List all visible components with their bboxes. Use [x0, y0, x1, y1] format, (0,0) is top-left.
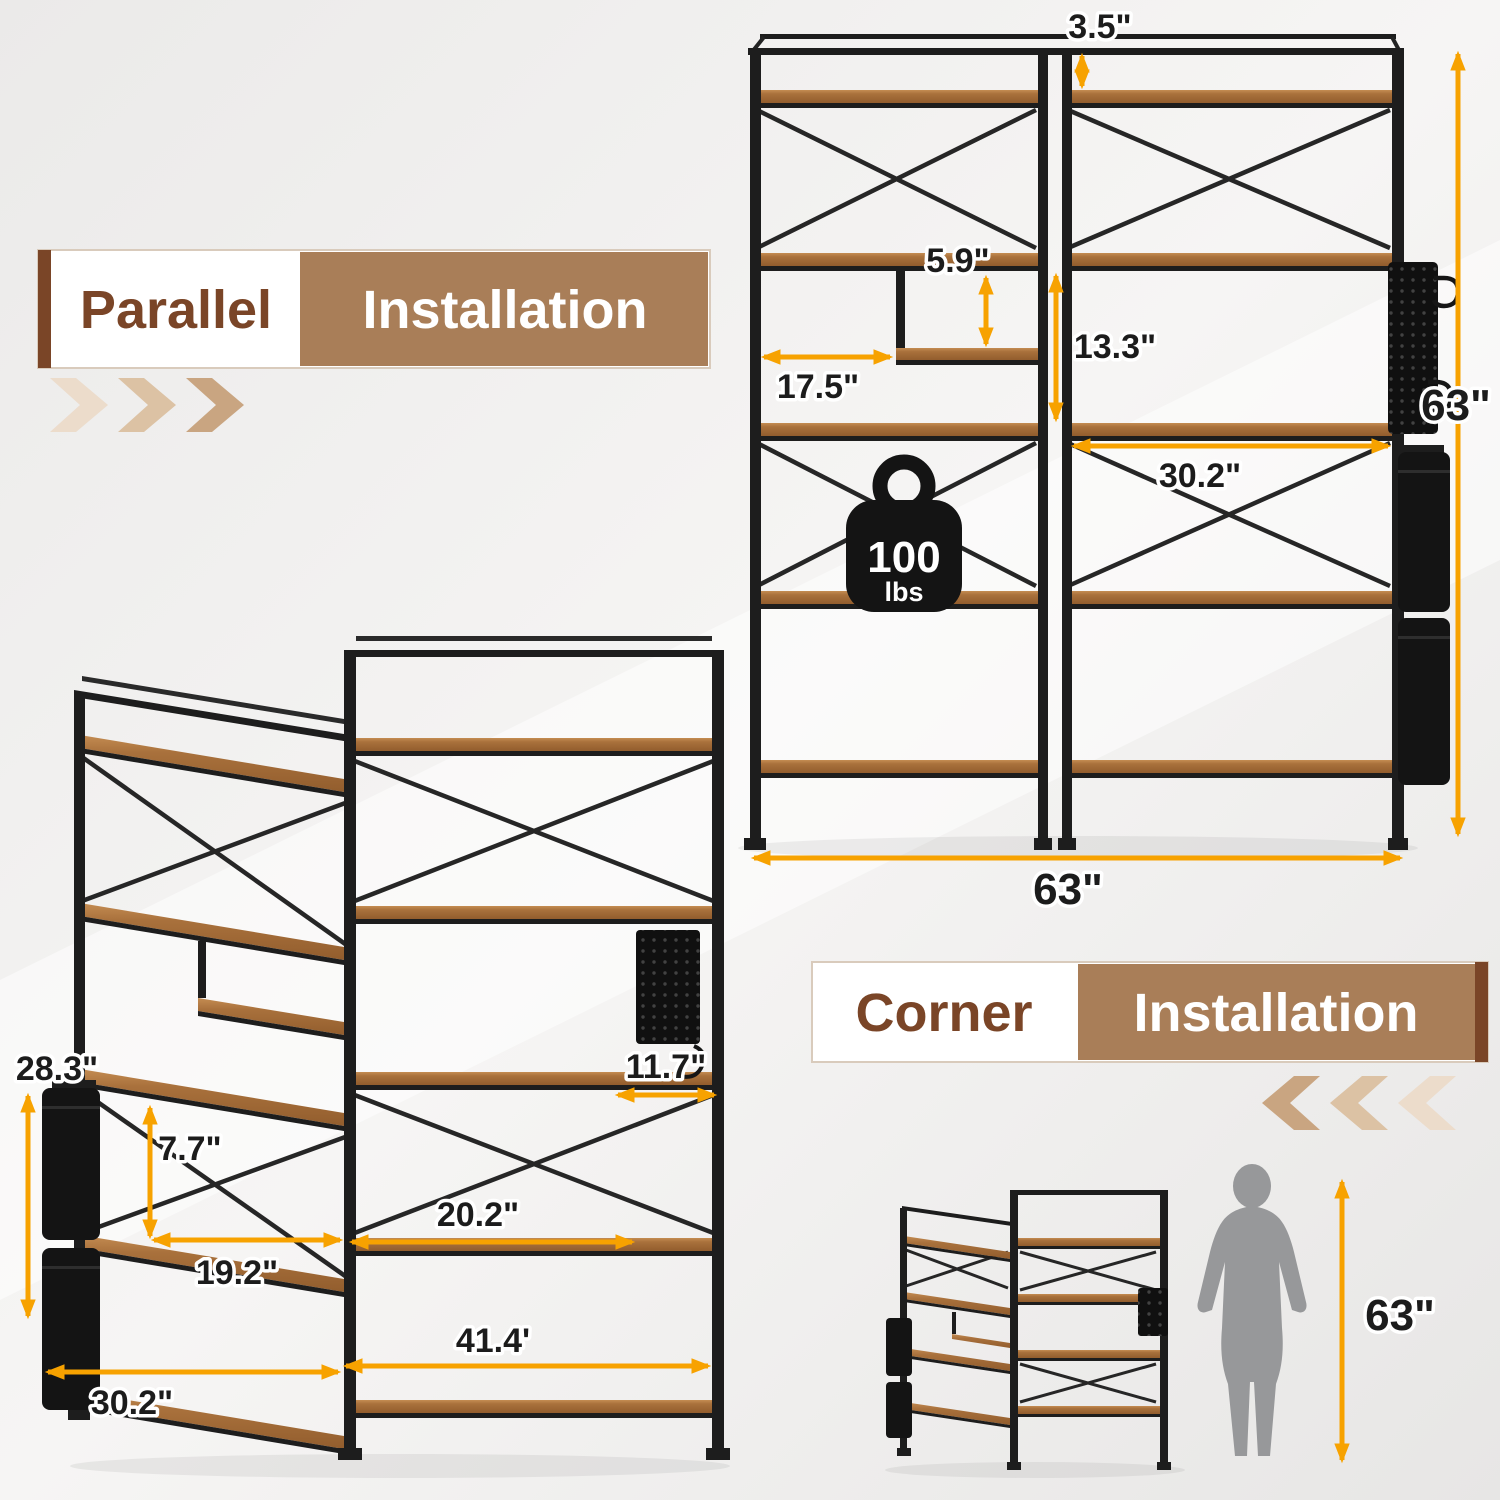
dim-side-depth: 11.7" [614, 1045, 718, 1103]
corner-cubby-shelf [198, 941, 350, 1041]
dim-scale-height: 63" [1334, 1178, 1438, 1464]
chevron-right-icon [50, 378, 108, 432]
small-unit-pegboard [1138, 1288, 1168, 1336]
dim-overall-height-label: 63" [1421, 381, 1491, 430]
dim-cubby-height: 5.9" [923, 239, 994, 348]
corner-banner-highlight: Corner [855, 983, 1032, 1043]
dim-top-gap: 3.5" [1065, 5, 1135, 90]
dim-left-wing-width-label: 30.2" [91, 1384, 173, 1422]
small-unit-shelves [904, 1236, 1160, 1428]
dim-bay-width-label: 30.2" [1159, 457, 1241, 495]
parallel-banner-highlight: Parallel [80, 280, 272, 340]
dim-right-wing-width: 41.4' [342, 1319, 712, 1374]
dim-shelf-gap: 7.7" [142, 1104, 225, 1240]
chevron-right-icon [186, 378, 244, 432]
dim-scale-height-label: 63" [1365, 1291, 1435, 1340]
capacity-unit: lbs [884, 577, 923, 607]
dim-tier-height-label: 13.3" [1074, 328, 1156, 366]
corner-banner: Corner Installation [811, 961, 1489, 1063]
dim-pocket-column-height-label: 28.3" [16, 1050, 98, 1088]
chevron-left-icon [1398, 1076, 1456, 1130]
corner-left-shelves [80, 735, 350, 1455]
dim-right-inner-width: 20.2" [348, 1193, 636, 1250]
dim-left-inner-width: 19.2" [150, 1232, 344, 1296]
dim-cubby-width: 17.5" [760, 349, 894, 410]
dim-side-depth-label: 11.7" [626, 1048, 706, 1086]
corner-right-braces [351, 757, 717, 1237]
person-silhouette [1197, 1164, 1307, 1456]
dim-pocket-column-height: 28.3" [12, 1047, 102, 1320]
dim-overall-width-label: 63" [1033, 865, 1103, 914]
banner-accent-bar [1475, 962, 1488, 1062]
parallel-banner: Parallel Installation [37, 249, 711, 369]
dim-right-wing-width-label: 41.4' [456, 1322, 530, 1360]
capacity-value: 100 [867, 533, 940, 582]
dim-overall-width: 63" [750, 850, 1404, 918]
banner-accent-bar [38, 250, 51, 368]
corner-banner-rest: Installation [1133, 983, 1418, 1043]
small-corner-unit [885, 1190, 1185, 1478]
dim-overall-height: 63" [1418, 50, 1494, 838]
parallel-pegboard [1388, 262, 1461, 434]
small-unit-pockets [886, 1318, 912, 1438]
chevron-right-icon [118, 378, 176, 432]
small-unit-shadow [885, 1462, 1185, 1478]
dim-right-inner-width-label: 20.2" [437, 1196, 519, 1234]
chevron-left-icon [1330, 1076, 1388, 1130]
parallel-dimensions: 3.5" 5.9" 13.3" 17.5" 30.2" 63" 63" [750, 5, 1494, 918]
dim-left-inner-width-label: 19.2" [196, 1254, 278, 1292]
corner-frame [68, 636, 730, 1460]
dim-bay-width: 30.2" [1070, 438, 1392, 499]
parallel-chevrons [50, 378, 244, 432]
dim-shelf-gap-label: 7.7" [158, 1130, 221, 1168]
weight-capacity-icon: 100 lbs [846, 454, 962, 612]
parallel-storage-pockets [1398, 445, 1450, 785]
pegboard-hook-icon [679, 1044, 706, 1079]
corner-pegboard [636, 930, 706, 1079]
dim-cubby-height-label: 5.9" [926, 242, 989, 280]
dim-cubby-width-label: 17.5" [777, 368, 859, 406]
corner-chevrons [1262, 1076, 1456, 1130]
parallel-cubby-shelf [896, 271, 1044, 365]
pegboard-hook-icon [1422, 379, 1454, 415]
dim-tier-height: 13.3" [1048, 272, 1160, 423]
dim-top-gap-label: 3.5" [1068, 8, 1131, 46]
parallel-banner-rest: Installation [362, 280, 647, 340]
corner-unit-shadow [70, 1454, 730, 1478]
parallel-shelves [753, 90, 1398, 778]
chevron-left-icon [1262, 1076, 1320, 1130]
corner-dimensions: 28.3" 7.7" 11.7" 19.2" 20.2" 30.2" 41.4' [12, 1045, 718, 1426]
dim-left-wing-width: 30.2" [44, 1364, 342, 1426]
